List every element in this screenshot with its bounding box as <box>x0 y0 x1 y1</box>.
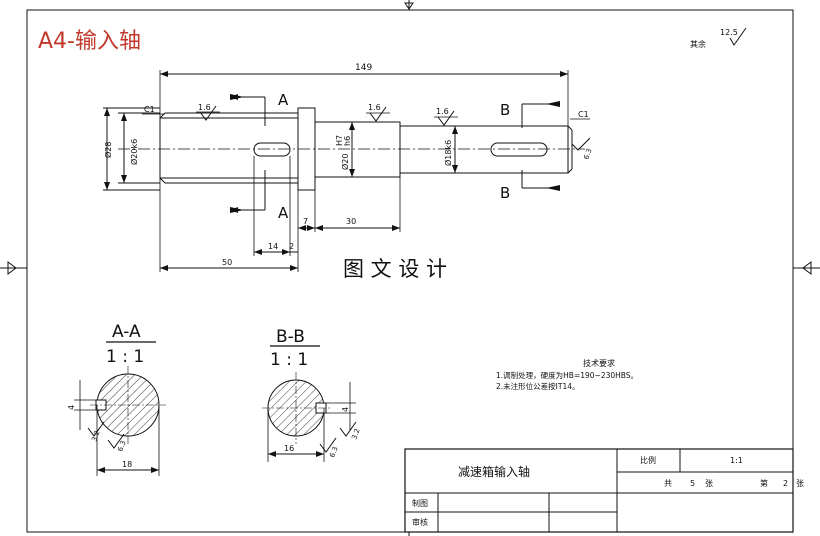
part-name: 减速箱输入轴 <box>458 464 530 479</box>
requirements-line-1: 1.调制处理，硬度为HB=190~230HBS。 <box>496 370 638 380</box>
section-bb-roughness-1 <box>339 421 357 437</box>
sheet-number: 2 <box>783 479 788 488</box>
section-bb-key-dim: 4 <box>341 407 350 412</box>
dim-diameter-28: Ø28 <box>103 142 113 158</box>
dim-length-14: 14 <box>268 242 278 251</box>
cut-a-bottom-arrowhead <box>230 207 244 213</box>
section-bb-r2: 6.3 <box>328 445 339 458</box>
rest-roughness-label: 其余 <box>690 39 706 49</box>
shaft-main-view <box>103 107 585 191</box>
scale-value: 1:1 <box>730 456 743 465</box>
section-aa-key-dim: 4 <box>67 405 76 410</box>
overlay-caption: 图 文 设 计 <box>343 257 447 281</box>
section-aa-roughness-2 <box>107 433 125 449</box>
requirements-line-2: 2.未注形位公差按IT14。 <box>496 381 580 391</box>
drawing-title-mark: A4-输入轴 <box>38 29 141 54</box>
cut-b-top-arrowhead <box>546 101 560 107</box>
requirements-title: 技术要求 <box>583 358 615 368</box>
section-aa-roughness-1 <box>87 421 105 437</box>
section-bb-view <box>262 372 332 444</box>
drawn-by-label: 制图 <box>412 498 428 508</box>
dim-length-30: 30 <box>346 217 356 226</box>
dim-total-length: 149 <box>355 63 372 73</box>
title-block <box>404 448 794 533</box>
roughness-symbol-end <box>571 137 591 151</box>
section-aa-scale: 1 : 1 <box>106 347 144 367</box>
dim-length-2: 2 <box>289 242 294 251</box>
chamfer-right: C1 <box>578 110 589 119</box>
fit-h7: H7 <box>335 135 344 146</box>
sheet-label: 第 <box>760 478 768 488</box>
roughness-symbol-left <box>199 105 217 121</box>
section-aa-r2: 6.3 <box>116 439 127 452</box>
cut-a-top-arrowhead <box>230 94 244 100</box>
scale-label: 比例 <box>640 455 656 465</box>
left-center-arrow <box>7 261 17 275</box>
roughness-1-6-left: 1.6 <box>198 103 211 112</box>
rest-roughness-value: 12.5 <box>720 28 738 37</box>
cut-a-bottom-label: A <box>278 204 289 222</box>
roughness-symbol-middle <box>369 106 387 122</box>
sheet-unit: 张 <box>705 479 713 488</box>
roughness-6-3-end: 6.3 <box>582 147 593 160</box>
top-center-arrow <box>404 2 414 10</box>
cut-b-top-label: B <box>500 101 510 119</box>
roughness-1-6-middle: 1.6 <box>368 103 381 112</box>
cut-b-bottom-arrowhead <box>546 185 560 191</box>
section-aa-r1: 3.2 <box>90 429 101 442</box>
section-cut-a <box>230 94 266 213</box>
fit-h6: h6 <box>343 136 352 146</box>
dim-diameter-20: Ø20 <box>340 154 350 170</box>
section-cut-b <box>521 103 560 189</box>
section-bb-label: B-B <box>276 327 305 347</box>
rest-roughness-symbol <box>729 27 747 46</box>
cut-b-bottom-label: B <box>500 184 510 202</box>
section-aa-label: A-A <box>112 322 141 342</box>
total-label: 共 <box>664 479 672 488</box>
reviewed-by-label: 审核 <box>412 517 428 527</box>
section-bb-roughness-2 <box>319 437 337 453</box>
section-aa-width: 18 <box>122 460 132 469</box>
right-center-arrow <box>802 261 812 275</box>
sheet-unit-2: 张 <box>796 479 804 488</box>
cut-a-top-label: A <box>278 91 289 109</box>
roughness-symbol-right <box>437 110 455 126</box>
dim-diameter-20k6: Ø20k6 <box>129 139 139 165</box>
dim-length-7: 7 <box>303 217 308 226</box>
section-bb-r1: 3.2 <box>350 427 361 440</box>
dim-length-50: 50 <box>222 258 232 267</box>
roughness-1-6-right: 1.6 <box>436 107 449 116</box>
chamfer-left: C1 <box>144 105 155 114</box>
dim-diameter-18k6: Ø18k6 <box>443 140 453 166</box>
total-count: 5 <box>690 479 695 488</box>
section-bb-scale: 1 : 1 <box>270 350 308 370</box>
section-bb-width: 16 <box>284 444 294 453</box>
overlay-caption-bg <box>335 250 485 286</box>
